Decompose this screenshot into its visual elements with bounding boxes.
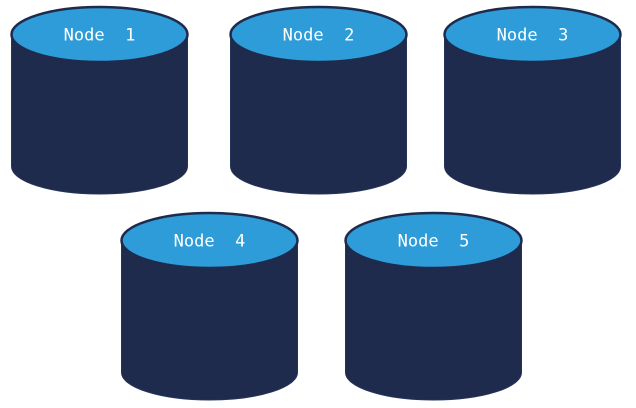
cylinder-body	[345, 240, 522, 401]
database-node-1: Node 1 r1 r3 r5 r6	[10, 5, 189, 195]
cylinder-top-face	[10, 5, 189, 64]
cylinder-body	[230, 34, 407, 195]
cylinder-body	[11, 34, 188, 195]
database-node-5: Node 5 r1 r2 r4 r6	[344, 211, 523, 401]
cylinder-top-face	[120, 211, 299, 270]
node-label: Node 2	[283, 26, 355, 46]
node-label: Node 1	[64, 26, 136, 46]
cylinder-top-face	[229, 5, 408, 64]
database-node-4: Node 4 r2 r3 r5 r6	[120, 211, 299, 401]
node-label: Node 5	[398, 232, 470, 252]
cylinder-top-face	[344, 211, 523, 270]
database-node-2: Node 2 r1 r2 r4 r6	[229, 5, 408, 195]
cylinder-body	[444, 34, 621, 195]
cylinder-top-face	[443, 5, 622, 64]
database-node-3: Node 3 r3 r4 r5 r6	[443, 5, 622, 195]
cylinder-body	[121, 240, 298, 401]
node-label: Node 4	[174, 232, 246, 252]
node-label: Node 3	[497, 26, 569, 46]
